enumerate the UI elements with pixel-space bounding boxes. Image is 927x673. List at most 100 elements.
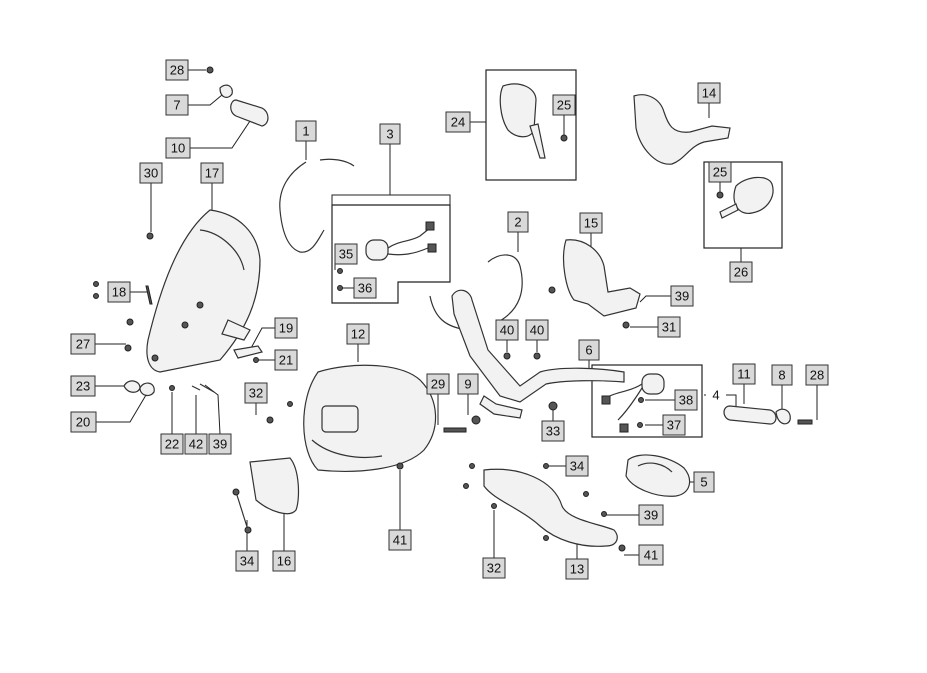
mirror-frame-left xyxy=(485,69,577,181)
callout-21: 21 xyxy=(274,349,298,371)
svg-text:41: 41 xyxy=(644,548,658,563)
svg-text:30: 30 xyxy=(144,166,158,181)
svg-text:8: 8 xyxy=(778,368,785,383)
svg-text:32: 32 xyxy=(249,386,263,401)
svg-text:11: 11 xyxy=(737,367,751,382)
callout-25-right: 25 xyxy=(708,161,732,183)
svg-text:36: 36 xyxy=(358,281,372,296)
svg-text:32: 32 xyxy=(487,561,501,576)
svg-text:17: 17 xyxy=(205,166,219,181)
svg-text:19: 19 xyxy=(279,321,293,336)
callout-20: 20 xyxy=(70,411,97,433)
callout-39-b: 39 xyxy=(208,433,232,455)
svg-text:41: 41 xyxy=(393,533,407,548)
callout-17: 17 xyxy=(200,162,224,184)
callout-13: 13 xyxy=(565,558,589,580)
svg-text:37: 37 xyxy=(667,418,681,433)
callout-38: 38 xyxy=(674,389,698,411)
svg-text:2: 2 xyxy=(514,215,521,230)
callout-30: 30 xyxy=(139,162,163,184)
callout-40-b: 40 xyxy=(525,319,549,341)
switch-assembly-frame-right xyxy=(591,364,703,438)
svg-text:25: 25 xyxy=(557,98,571,113)
svg-text:33: 33 xyxy=(546,424,560,439)
svg-text:38: 38 xyxy=(679,393,693,408)
callout-40-a: 40 xyxy=(495,319,519,341)
svg-text:34: 34 xyxy=(240,554,254,569)
svg-text:4: 4 xyxy=(712,388,719,403)
callout-26: 26 xyxy=(729,261,753,283)
svg-text:26: 26 xyxy=(734,265,748,280)
callout-8: 8 xyxy=(771,364,793,386)
callout-2: 2 xyxy=(507,211,529,233)
switch-assembly-frame xyxy=(331,204,451,304)
mirror-frame-right xyxy=(703,161,783,249)
svg-text:13: 13 xyxy=(570,562,584,577)
svg-text:16: 16 xyxy=(277,554,291,569)
svg-text:9: 9 xyxy=(464,377,471,392)
callout-11: 11 xyxy=(732,363,756,385)
svg-text:3: 3 xyxy=(386,127,393,142)
callout-23: 23 xyxy=(70,375,96,397)
svg-text:40: 40 xyxy=(530,323,544,338)
svg-text:7: 7 xyxy=(173,98,180,113)
svg-text:12: 12 xyxy=(351,327,365,342)
svg-text:35: 35 xyxy=(339,247,353,262)
svg-text:1: 1 xyxy=(302,124,309,139)
callout-34-a: 34 xyxy=(565,455,589,477)
callout-16: 16 xyxy=(272,550,296,572)
callout-33: 33 xyxy=(541,420,565,442)
svg-text:6: 6 xyxy=(585,343,592,358)
svg-text:40: 40 xyxy=(500,323,514,338)
callout-29: 29 xyxy=(426,373,450,395)
svg-text:15: 15 xyxy=(584,216,598,231)
callout-12: 12 xyxy=(346,323,370,345)
callout-32-b: 32 xyxy=(482,557,506,579)
svg-text:27: 27 xyxy=(76,337,90,352)
callout-19: 19 xyxy=(274,317,298,339)
callout-7: 7 xyxy=(165,94,189,116)
callout-31: 31 xyxy=(657,316,681,338)
callout-3: 3 xyxy=(379,123,401,145)
svg-text:10: 10 xyxy=(171,141,185,156)
callout-37: 37 xyxy=(662,414,686,436)
callout-5: 5 xyxy=(693,471,715,493)
svg-text:39: 39 xyxy=(213,437,227,452)
callout-27: 27 xyxy=(70,333,96,355)
svg-text:21: 21 xyxy=(279,353,293,368)
callout-35: 35 xyxy=(334,243,358,265)
svg-text:28: 28 xyxy=(810,368,824,383)
callout-1: 1 xyxy=(295,120,317,142)
svg-text:29: 29 xyxy=(431,377,445,392)
callout-15: 15 xyxy=(579,212,603,234)
callout-6: 6 xyxy=(578,339,600,361)
callout-39-a: 39 xyxy=(670,285,694,307)
callout-32-a: 32 xyxy=(244,382,268,404)
callout-24: 24 xyxy=(445,111,471,133)
callout-28: 28 xyxy=(165,59,189,81)
svg-text:31: 31 xyxy=(662,320,676,335)
callout-10: 10 xyxy=(165,137,191,159)
svg-text:39: 39 xyxy=(675,289,689,304)
callout-18: 18 xyxy=(107,281,131,303)
callout-9: 9 xyxy=(457,373,479,395)
callout-34-b: 34 xyxy=(235,550,259,572)
callout-41-b: 41 xyxy=(638,544,664,566)
callout-28-right: 28 xyxy=(805,364,829,386)
svg-text:39: 39 xyxy=(644,508,658,523)
svg-text:34: 34 xyxy=(570,459,584,474)
svg-text:42: 42 xyxy=(189,437,203,452)
svg-text:18: 18 xyxy=(112,285,126,300)
callout-42: 42 xyxy=(184,433,208,455)
svg-text:22: 22 xyxy=(165,437,179,452)
svg-text:23: 23 xyxy=(76,379,90,394)
part-shapes xyxy=(93,66,813,552)
callout-39-c: 39 xyxy=(638,504,664,526)
svg-text:24: 24 xyxy=(451,115,465,130)
svg-text:25: 25 xyxy=(713,165,727,180)
svg-text:28: 28 xyxy=(170,63,184,78)
svg-text:14: 14 xyxy=(702,86,716,101)
svg-text:20: 20 xyxy=(76,415,90,430)
callout-25-left: 25 xyxy=(552,94,576,116)
